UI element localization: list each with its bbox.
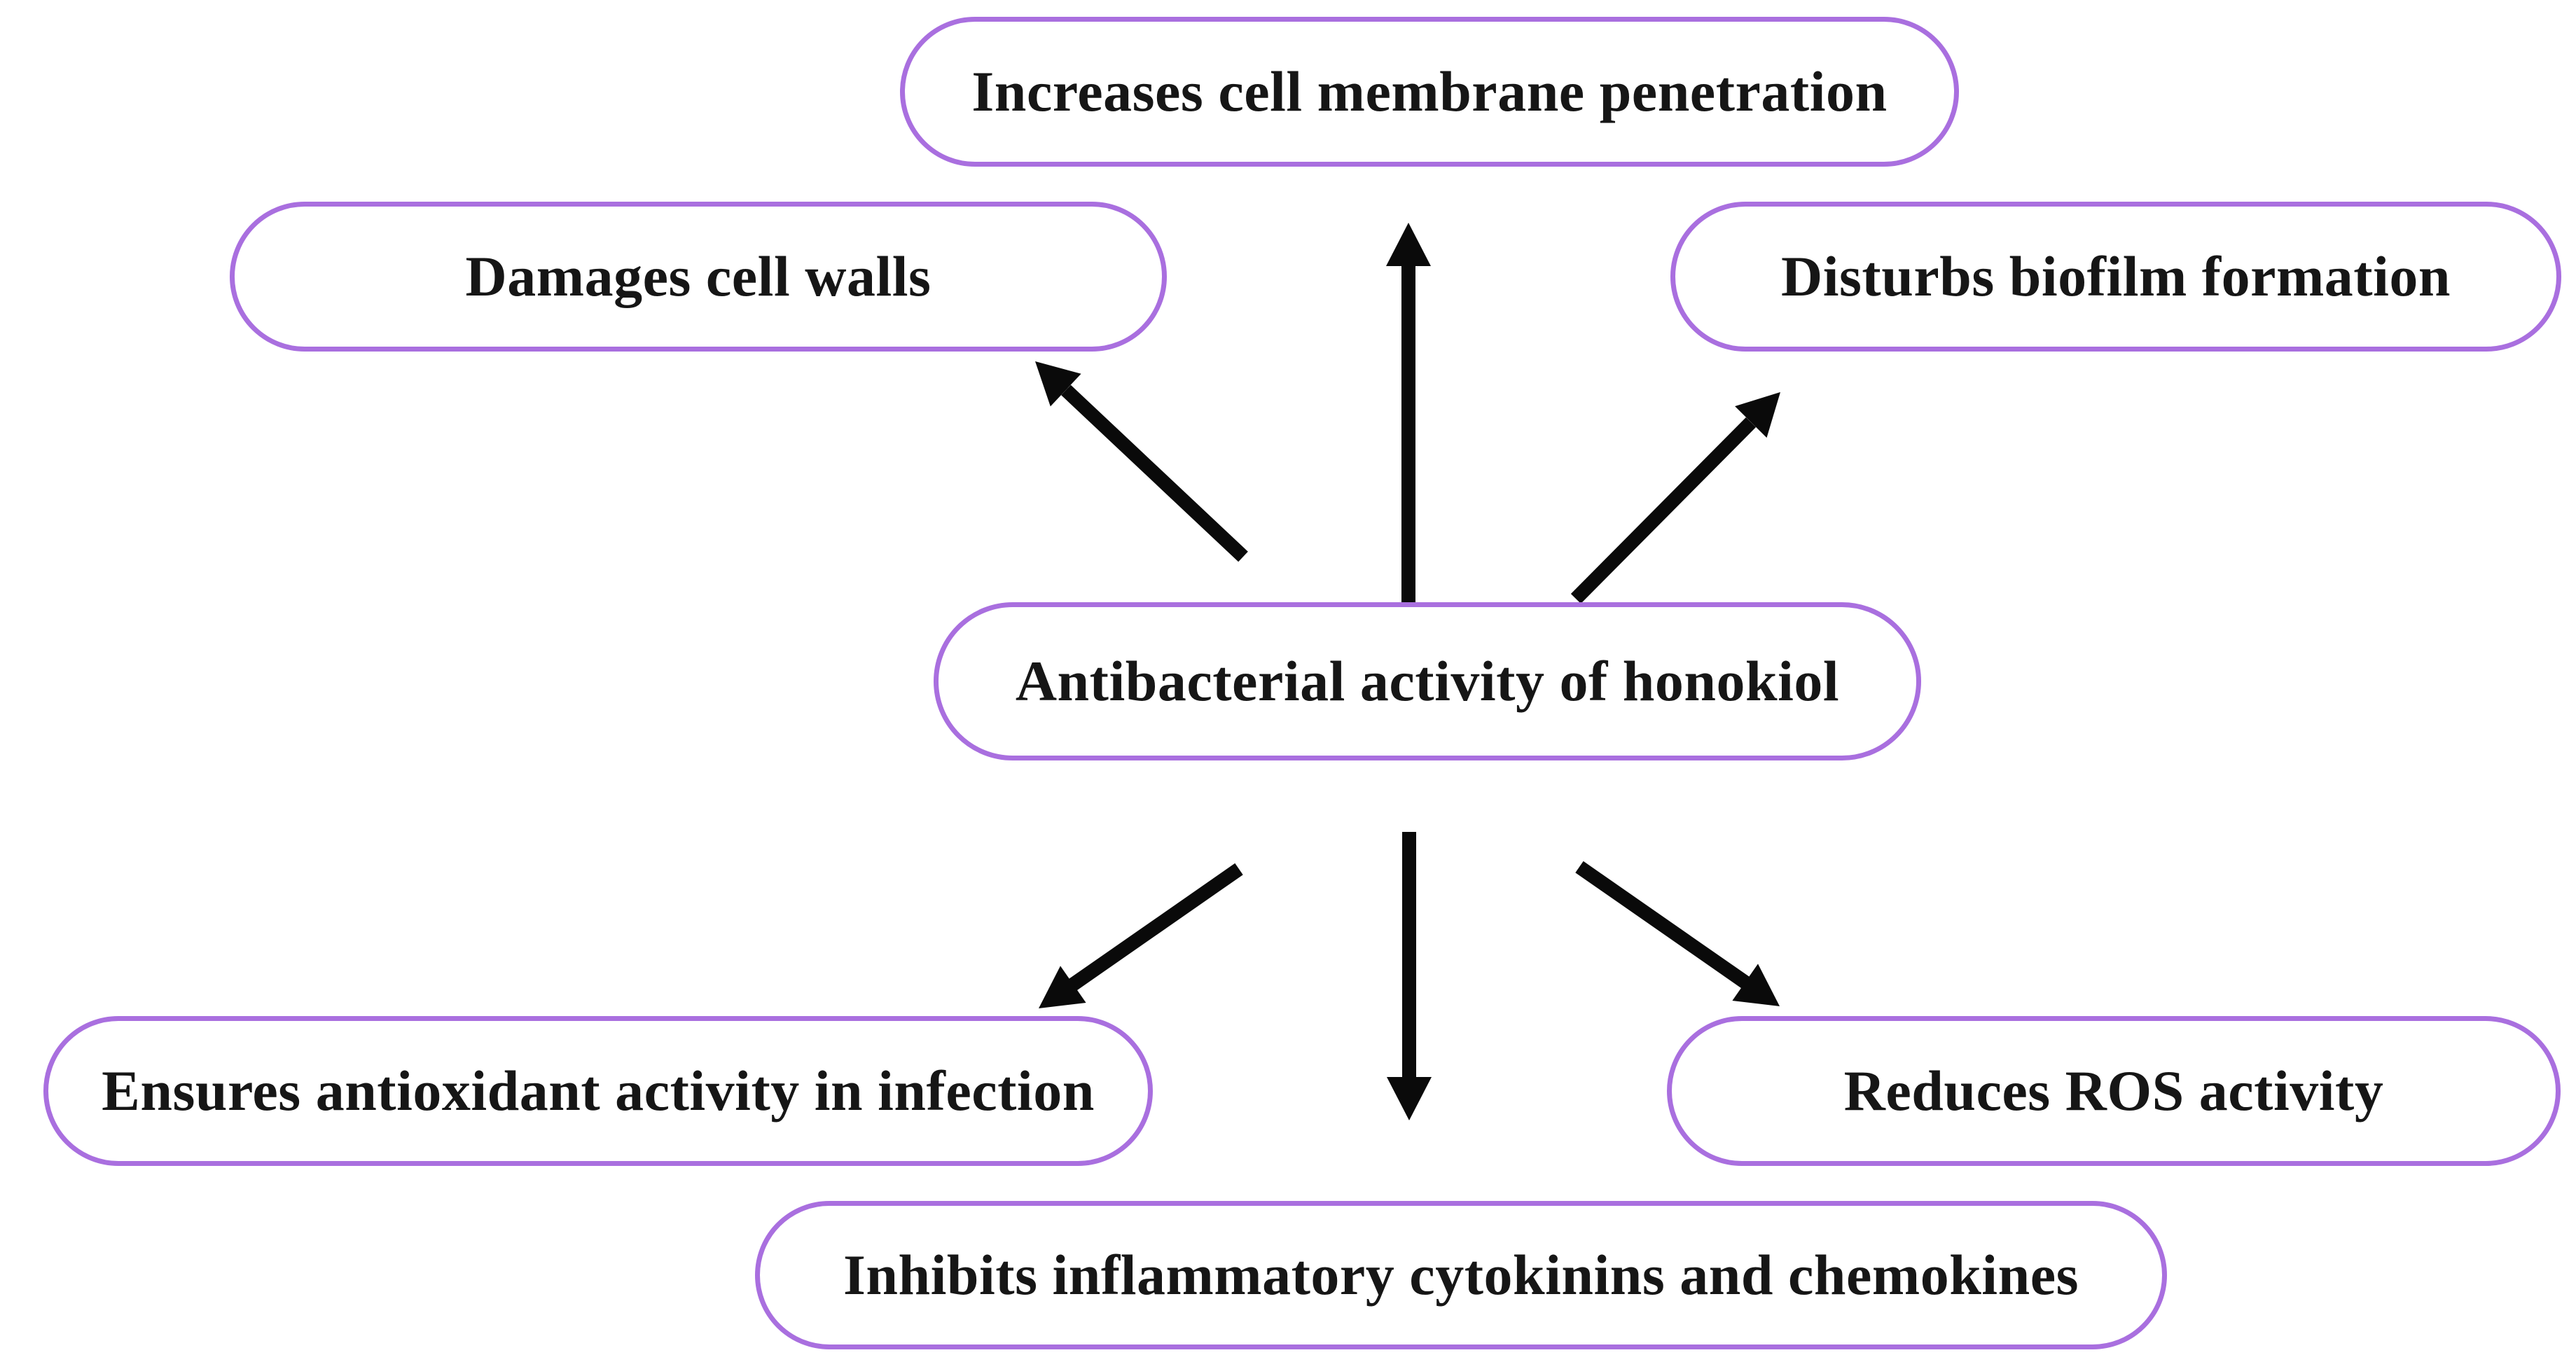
arrow-center-to-top-right bbox=[1570, 392, 1780, 604]
arrow-shaft bbox=[1061, 384, 1248, 562]
arrow-shaft bbox=[1575, 861, 1750, 989]
arrow-center-to-bottom bbox=[1387, 832, 1432, 1120]
node-reduces-ros-activity: Reduces ROS activity bbox=[1667, 1016, 2561, 1166]
node-ensures-antioxidant-activity-in-infection: Ensures antioxidant activity in infectio… bbox=[43, 1016, 1153, 1166]
node-inhibits-inflammatory-cytokinins-and-chemokines: Inhibits inflammatory cytokinins and che… bbox=[755, 1201, 2167, 1349]
arrow-center-to-top-left bbox=[1035, 361, 1248, 562]
arrow-center-to-bottom-right bbox=[1575, 861, 1780, 1006]
arrow-shaft bbox=[1570, 417, 1757, 604]
arrowhead-down-right bbox=[1732, 964, 1780, 1006]
arrowhead-up bbox=[1386, 223, 1431, 266]
node-disturbs-biofilm-formation: Disturbs biofilm formation bbox=[1670, 202, 2561, 352]
arrowhead-down-left bbox=[1039, 966, 1086, 1008]
arrow-shaft bbox=[1069, 863, 1243, 991]
node-increases-cell-membrane-penetration: Increases cell membrane penetration bbox=[900, 17, 1959, 167]
arrow-center-to-top bbox=[1386, 223, 1431, 602]
node-antibacterial-activity-of-honokiol: Antibacterial activity of honokiol bbox=[934, 602, 1921, 760]
arrow-center-to-bottom-left bbox=[1039, 863, 1243, 1008]
node-damages-cell-walls: Damages cell walls bbox=[230, 202, 1167, 352]
arrowhead-down bbox=[1387, 1077, 1432, 1120]
arrowhead-up-left bbox=[1035, 361, 1081, 407]
arrowhead-up-right bbox=[1735, 392, 1780, 438]
